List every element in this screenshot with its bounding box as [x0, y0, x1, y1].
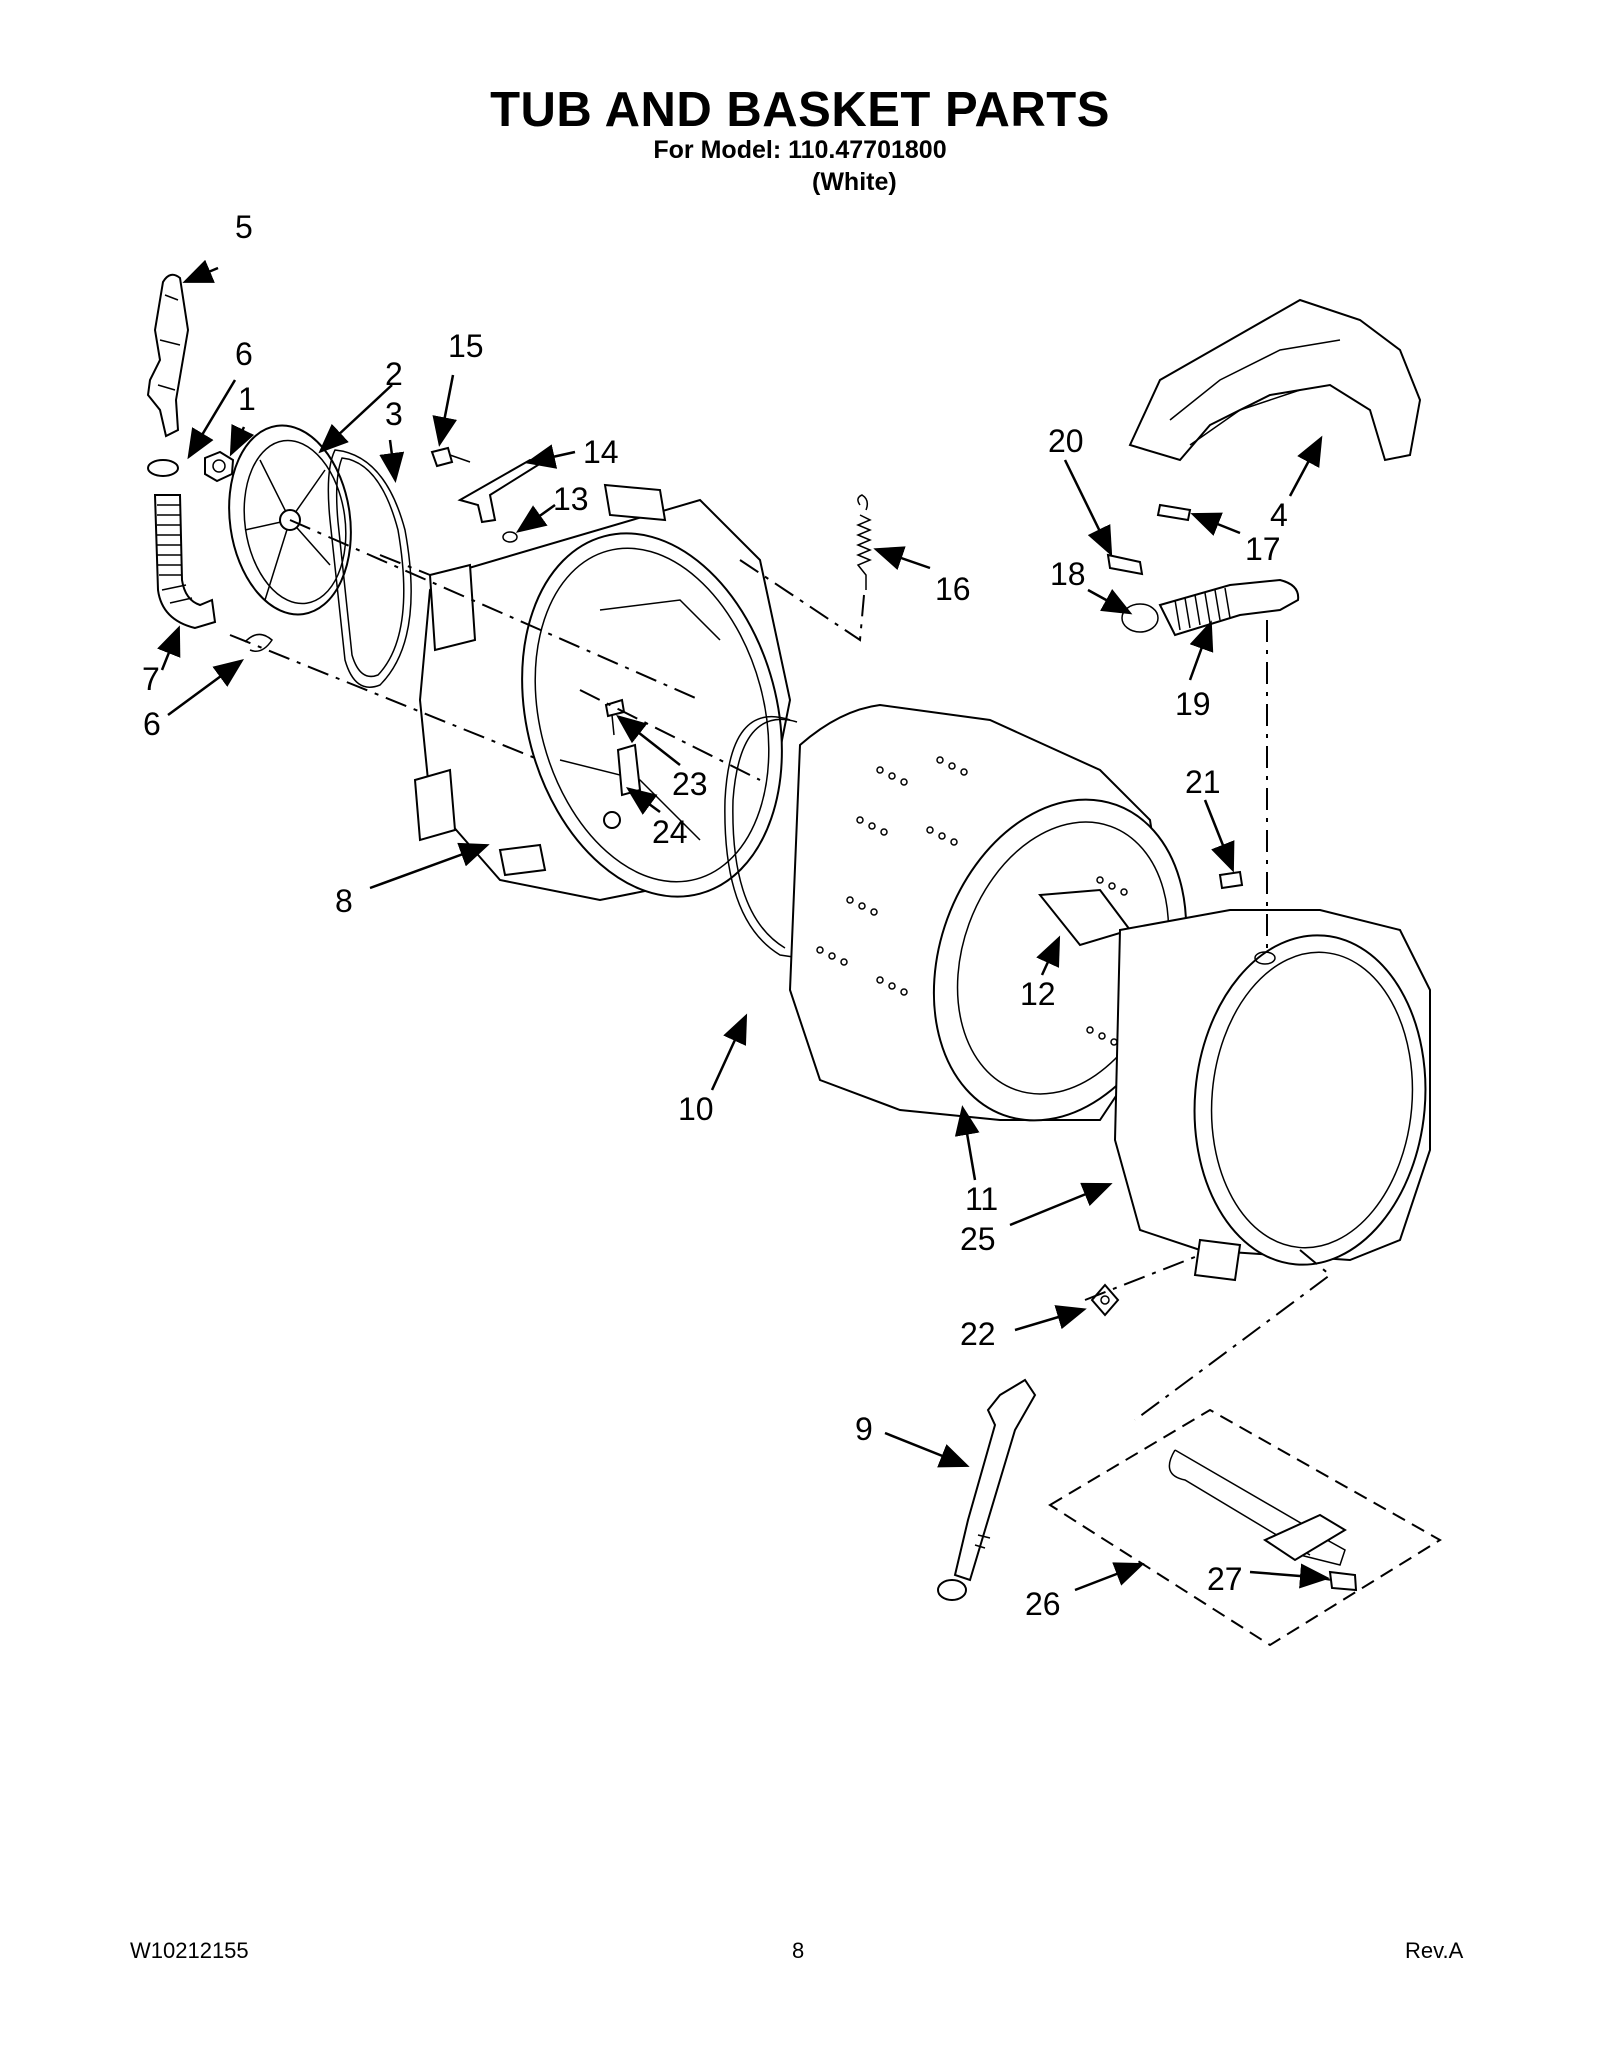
- callout-10: 10: [678, 1091, 714, 1127]
- callout-15: 15: [448, 328, 484, 364]
- page-title: TUB AND BASKET PARTS: [490, 83, 1110, 137]
- part-19-bellows-hose: [1158, 578, 1300, 637]
- callout-5: 5: [235, 209, 253, 245]
- revision: Rev.A: [1405, 1938, 1464, 1963]
- leader-arrows: [157, 259, 1330, 1592]
- part-6-clamp-bottom: [244, 633, 273, 652]
- callout-25: 25: [960, 1221, 996, 1257]
- callout-1: 1: [238, 381, 256, 417]
- part-9-damper: [937, 1378, 1037, 1601]
- doc-number: W10212155: [130, 1938, 249, 1963]
- part-15-screw: [430, 446, 471, 468]
- callout-9: 9: [855, 1411, 873, 1447]
- callout-6-upper: 6: [235, 336, 253, 372]
- callout-27: 27: [1207, 1561, 1243, 1597]
- callout-3: 3: [385, 396, 403, 432]
- basket-perforations: [816, 756, 1128, 1046]
- callout-22: 22: [960, 1316, 996, 1352]
- part-27-connector: [1299, 1570, 1358, 1592]
- callout-26: 26: [1025, 1586, 1061, 1622]
- part-21-clip: [1218, 870, 1244, 890]
- part-14-bracket: [457, 458, 540, 524]
- part-4-counterweight: [1128, 298, 1422, 462]
- callout-4: 4: [1270, 497, 1288, 533]
- callout-23: 23: [672, 766, 708, 802]
- part-22-plate: [1090, 1283, 1120, 1317]
- color-line: (White): [812, 168, 897, 196]
- callout-8: 8: [335, 883, 353, 919]
- part-13-ring: [502, 531, 518, 543]
- part-17-screw: [1156, 503, 1192, 522]
- page-number: 8: [792, 1938, 805, 1963]
- callout-17: 17: [1245, 531, 1281, 567]
- part-16-spring: [856, 494, 872, 590]
- alignment-lines: [229, 519, 1332, 1421]
- callout-21: 21: [1185, 764, 1221, 800]
- callout-11: 11: [965, 1181, 998, 1217]
- part-25-front-tub: [1113, 909, 1431, 1282]
- part-23-bolt: [604, 698, 626, 736]
- part-3-belt: [327, 449, 412, 688]
- callout-18: 18: [1050, 556, 1086, 592]
- part-20-screw: [1106, 553, 1144, 576]
- callout-12: 12: [1020, 976, 1056, 1012]
- part-26-heater: [1048, 1408, 1442, 1647]
- callout-labels: 5 6 1 2 3 15 14 13 16 20 4 17 18 19 7 6 …: [142, 209, 1288, 1622]
- part-6-clamp-top: [147, 459, 179, 477]
- callout-13: 13: [553, 481, 589, 517]
- callout-14: 14: [583, 434, 619, 470]
- part-7-hose: [153, 494, 217, 630]
- model-line: For Model: 110.47701800: [653, 136, 947, 164]
- callout-6-lower: 6: [143, 706, 161, 742]
- callout-24: 24: [652, 814, 688, 850]
- callout-7: 7: [142, 661, 160, 697]
- part-1-nut: [204, 450, 235, 483]
- callout-20: 20: [1048, 423, 1084, 459]
- part-18-clamp: [1121, 603, 1159, 633]
- part-10-gasket: [724, 715, 801, 959]
- callout-16: 16: [935, 571, 971, 607]
- part-5-hose-bracket: [146, 273, 190, 438]
- callout-19: 19: [1175, 686, 1211, 722]
- callout-2: 2: [385, 356, 403, 392]
- part-8-rear-tub: [413, 483, 792, 902]
